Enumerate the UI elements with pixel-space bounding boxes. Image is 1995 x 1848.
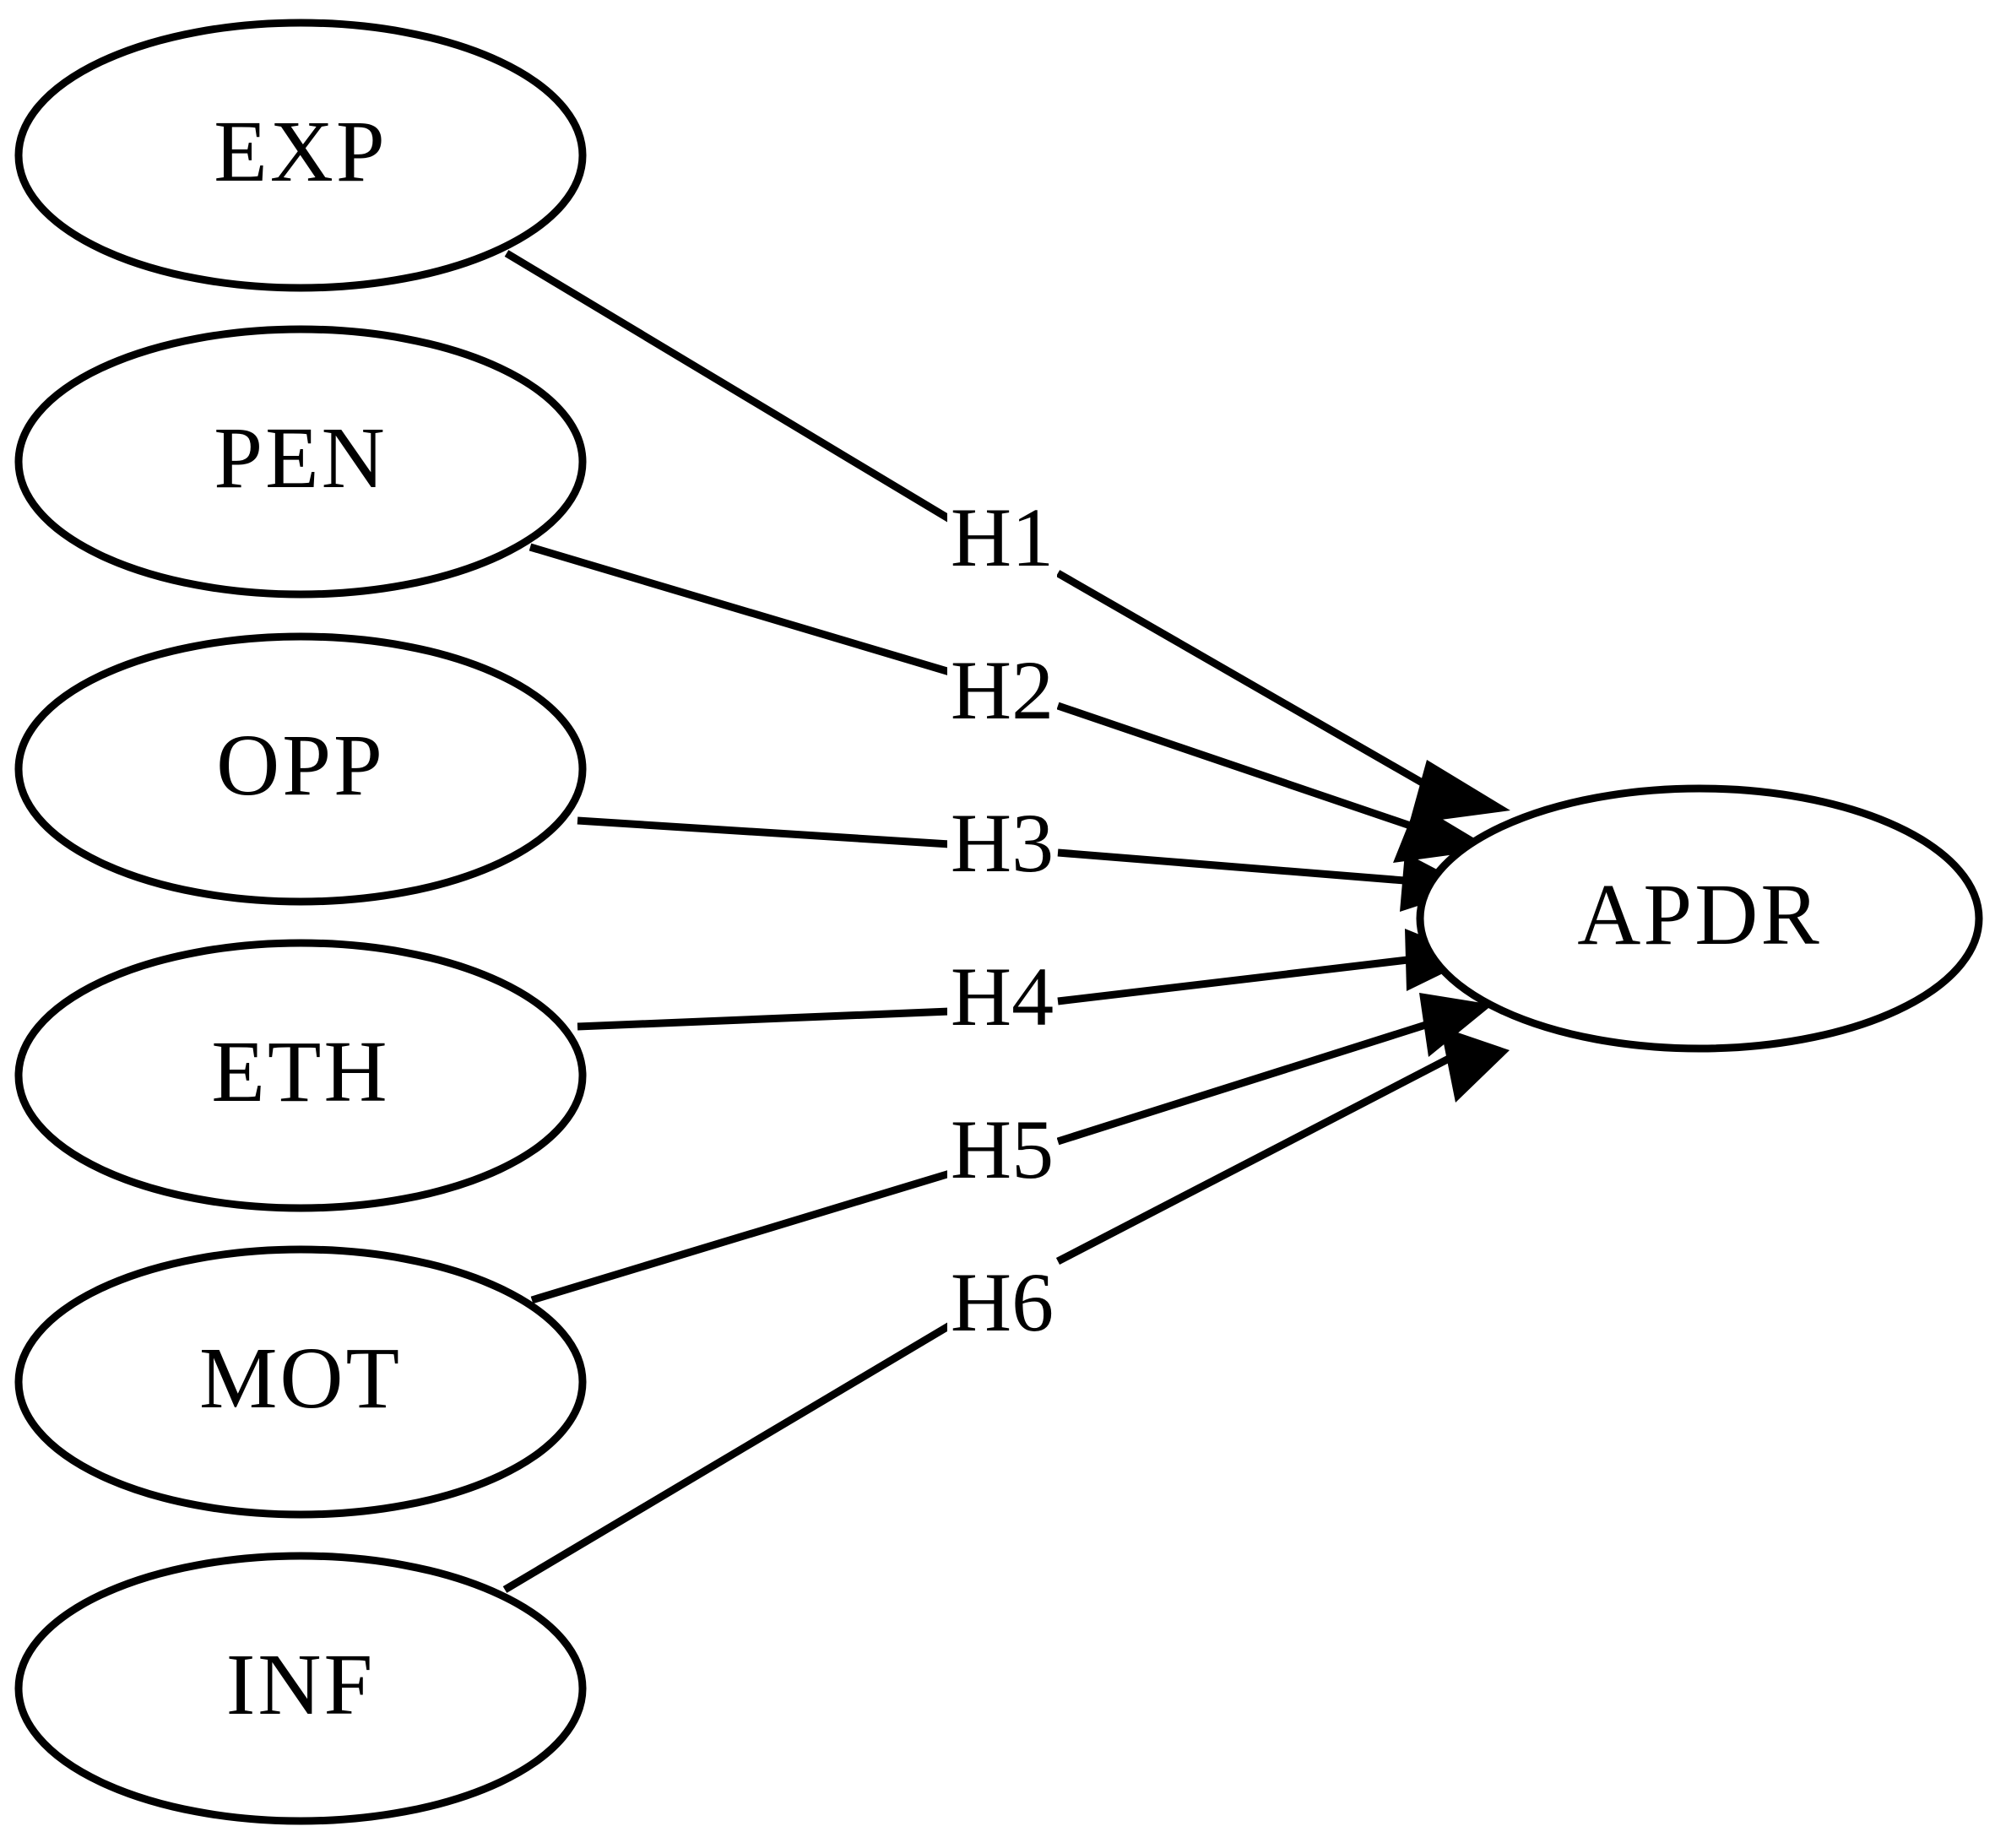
- edge-h5-label-group: H5: [947, 1103, 1057, 1196]
- edge-h4-label-mask: [947, 962, 1057, 1042]
- edge-h4-label: H4: [951, 950, 1054, 1043]
- node-apdr[interactable]: APDR: [1416, 784, 1983, 1053]
- node-exp-ellipse: [14, 19, 587, 292]
- node-eth[interactable]: ETH: [14, 939, 587, 1212]
- edge-h6-label: H6: [951, 1255, 1054, 1349]
- edge-h2-label-mask: [947, 656, 1057, 735]
- edge-h3-label-mask: [947, 809, 1057, 888]
- node-pen-ellipse: [14, 325, 587, 599]
- edge-h2-label: H2: [951, 643, 1054, 737]
- edge-h1[interactable]: [504, 250, 1510, 824]
- edge-h3-line-b: [1057, 848, 1416, 886]
- node-inf-ellipse: [14, 1552, 587, 1825]
- edge-h5-label: H5: [951, 1103, 1054, 1196]
- edge-h4-line: [577, 1007, 951, 1031]
- edge-h3-line: [577, 816, 951, 848]
- node-inf-label: INF: [226, 1636, 376, 1733]
- node-opp[interactable]: OPP: [14, 632, 587, 906]
- node-mot-label: MOT: [199, 1330, 402, 1427]
- edge-h3-label: H3: [951, 796, 1054, 890]
- node-apdr-label: APDR: [1577, 866, 1821, 963]
- edge-h3-label-group: H3: [947, 796, 1057, 890]
- node-exp-label: EXP: [214, 103, 387, 200]
- edge-h2-line-b: [1056, 702, 1427, 835]
- node-inf[interactable]: INF: [14, 1552, 587, 1825]
- edge-h6-arrowhead: [1440, 1027, 1510, 1103]
- edge-h4-label-group: H4: [947, 950, 1057, 1043]
- edge-h1-line-b: [1055, 570, 1438, 794]
- edge-h1-label-group: H1: [947, 490, 1057, 584]
- edge-h1-line: [504, 250, 952, 523]
- edge-h6[interactable]: [502, 1027, 1510, 1593]
- node-mot-ellipse: [14, 1245, 587, 1519]
- node-eth-label: ETH: [211, 1023, 389, 1120]
- node-opp-label: OPP: [216, 717, 385, 814]
- node-eth-ellipse: [14, 939, 587, 1212]
- edge-h6-line-b: [1055, 1055, 1451, 1265]
- node-pen-label: PEN: [214, 409, 387, 507]
- node-pen[interactable]: PEN: [14, 325, 587, 599]
- edge-h5-line-b: [1056, 1019, 1433, 1146]
- node-mot[interactable]: MOT: [14, 1245, 587, 1519]
- edge-h2-line: [529, 543, 951, 676]
- edge-h6-label-mask: [947, 1268, 1057, 1347]
- edge-h2-label-group: H2: [947, 643, 1057, 737]
- node-opp-ellipse: [14, 632, 587, 906]
- edge-h4-line-b: [1057, 955, 1416, 1005]
- edge-h5-line: [530, 1169, 951, 1304]
- edge-h6-line: [502, 1322, 952, 1593]
- edge-h1-label: H1: [951, 490, 1054, 584]
- node-exp[interactable]: EXP: [14, 19, 587, 292]
- node-apdr-ellipse: [1416, 784, 1983, 1053]
- edge-h1-label-mask: [947, 503, 1057, 583]
- edge-h5-arrowhead: [1419, 993, 1493, 1057]
- edge-h1-arrowhead: [1409, 760, 1510, 824]
- edge-h5[interactable]: [530, 993, 1493, 1304]
- edge-h5-label-mask: [947, 1115, 1057, 1195]
- edge-h6-label-group: H6: [947, 1255, 1057, 1349]
